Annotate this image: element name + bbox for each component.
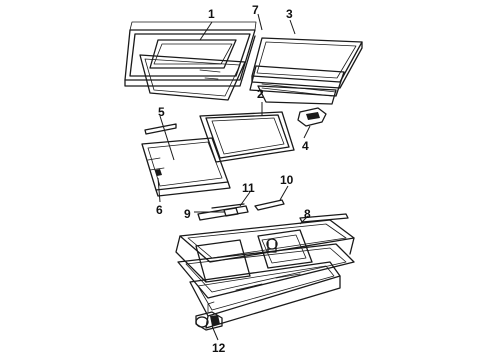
glass-panel-seal [139,54,246,101]
callout-3: 3 [286,7,293,21]
callout-12: 12 [212,341,226,355]
callout-5: 5 [158,105,165,119]
callout-labels: 7 1 3 2 4 5 6 10 11 9 8 12 [156,3,311,355]
sunroof-glass-panel [249,37,363,105]
bracket-part-4 [297,107,327,127]
callout-6: 6 [156,203,163,217]
callout-7: 7 [252,3,259,17]
roof-opening-frame [124,21,257,87]
callout-8: 8 [304,207,311,221]
callout-9: 9 [184,207,191,221]
callout-4: 4 [302,139,309,153]
callout-10: 10 [280,173,294,187]
callout-1: 1 [208,7,215,21]
callout-2: 2 [257,87,264,101]
guide-rails [197,199,285,221]
leader-lines [157,13,311,341]
seal-frame-ring [199,111,295,163]
drive-motor [195,301,223,331]
drive-frame-assembly [175,213,355,329]
callout-11: 11 [242,181,255,195]
sunshade-panel [141,123,231,197]
